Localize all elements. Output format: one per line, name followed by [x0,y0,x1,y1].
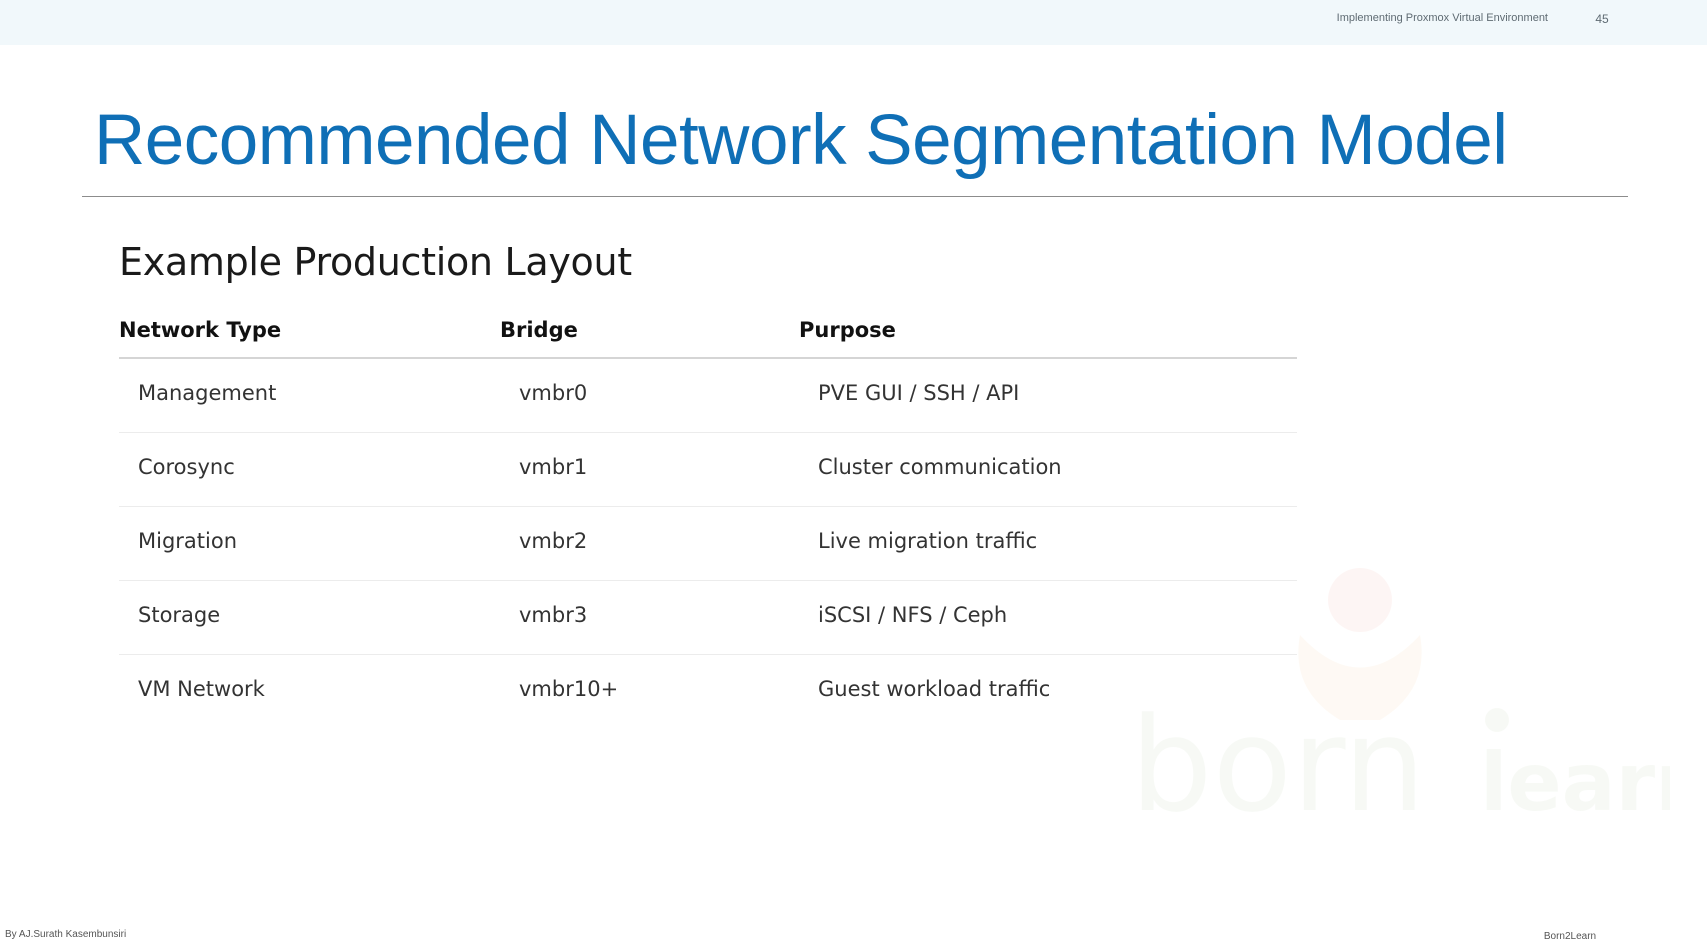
network-type-cell: Migration [138,529,238,553]
born2learn-watermark-logo: born learn [1130,568,1670,830]
header-band [0,0,1707,45]
network-type-cell: Corosync [138,455,235,479]
network-type-cell: Management [138,381,277,405]
table-row: Migration vmbr2 Live migration traffic [119,507,1297,581]
bridge-cell: vmbr3 [519,603,588,627]
table-header: Network Type Bridge Purpose [119,310,1297,359]
logo-figure-head [1328,568,1392,632]
network-table: Network Type Bridge Purpose Management v… [119,310,1297,728]
logo-wordmark-learn: learn [1480,736,1670,829]
page-number: 45 [1595,12,1609,26]
bridge-cell: vmbr10+ [519,677,619,701]
table-row: Corosync vmbr1 Cluster communication [119,433,1297,507]
footer-brand: Born2Learn [1543,931,1597,942]
table-row: Management vmbr0 PVE GUI / SSH / API [119,359,1297,433]
bridge-cell: vmbr1 [519,455,588,479]
table-row: VM Network vmbr10+ Guest workload traffi… [119,655,1297,728]
logo-wordmark-born: born [1130,689,1426,830]
footer-author: By AJ.Surath Kasembunsiri [5,929,127,940]
purpose-cell: Cluster communication [818,455,1062,479]
column-header-bridge: Bridge [500,318,578,342]
purpose-cell: PVE GUI / SSH / API [818,381,1020,405]
network-type-cell: VM Network [138,677,265,701]
purpose-cell: iSCSI / NFS / Ceph [818,603,1008,627]
section-heading: Example Production Layout [119,240,632,284]
deck-title: Implementing Proxmox Virtual Environment [1336,12,1548,24]
purpose-cell: Live migration traffic [818,529,1038,553]
column-header-purpose: Purpose [799,318,896,342]
purpose-cell: Guest workload traffic [818,677,1051,701]
title-divider [82,196,1628,197]
bridge-cell: vmbr0 [519,381,588,405]
slide-title: Recommended Network Segmentation Model [94,101,1508,180]
table-row: Storage vmbr3 iSCSI / NFS / Ceph [119,581,1297,655]
column-header-network-type: Network Type [119,318,282,342]
network-type-cell: Storage [138,603,221,627]
logo-figure-body [1298,635,1422,720]
logo-dot [1485,708,1509,732]
bridge-cell: vmbr2 [519,529,588,553]
